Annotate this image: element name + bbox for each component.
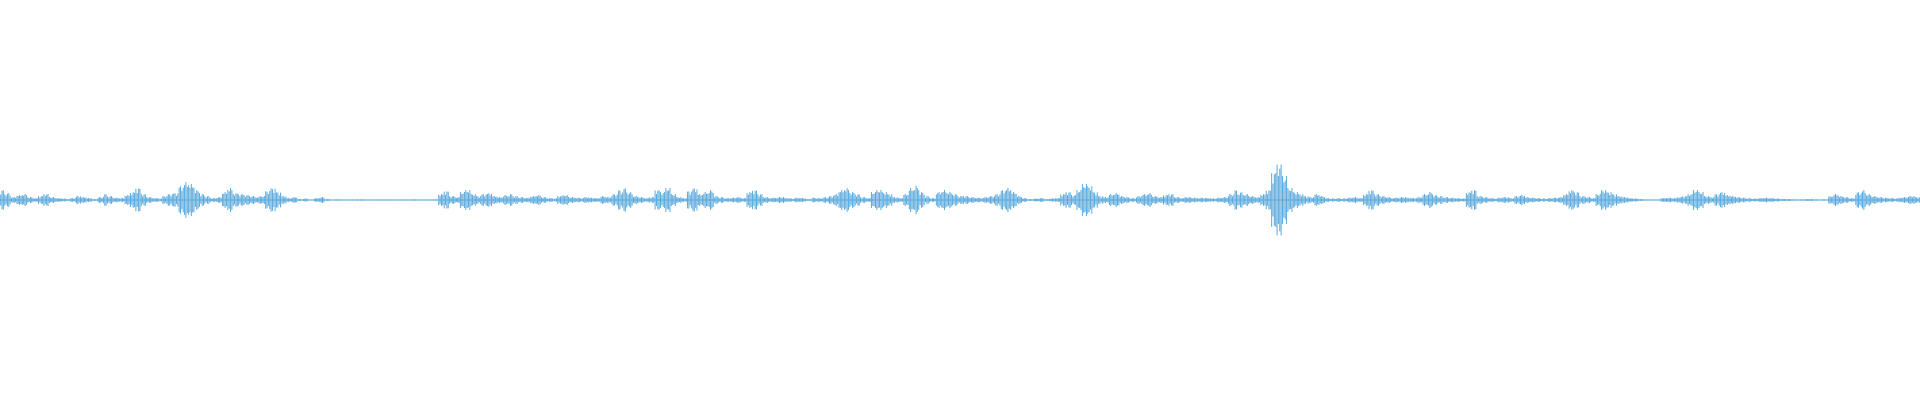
waveform-bars [0, 164, 1920, 236]
